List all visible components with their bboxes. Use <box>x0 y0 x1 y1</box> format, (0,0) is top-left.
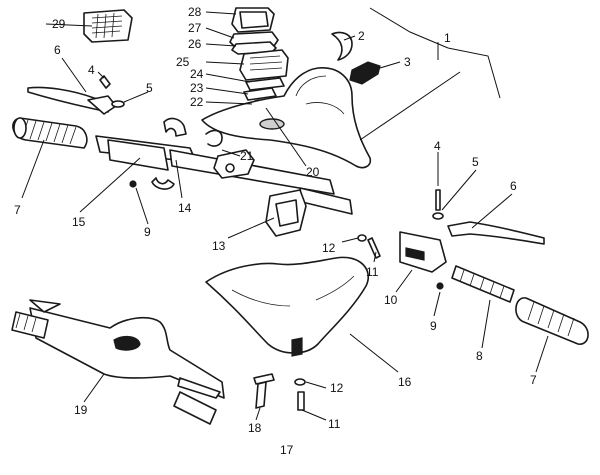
speedometer-body-25 <box>239 49 289 81</box>
right-washer-5 <box>432 212 444 220</box>
callout-6-left: 6 <box>54 43 61 57</box>
callout-22: 22 <box>190 95 204 109</box>
callout-8: 8 <box>476 349 483 363</box>
callout-11-lower: 11 <box>328 417 341 431</box>
speedometer-mount-24 <box>245 77 285 91</box>
right-screw-4 <box>435 189 441 211</box>
callout-labels: 1 2 3 4 5 6 7 4 5 6 7 8 9 9 10 11 12 11 … <box>14 5 537 457</box>
clamp-14 <box>151 117 187 190</box>
nut-9-left <box>129 180 137 188</box>
callout-3: 3 <box>404 55 411 69</box>
mirror-clip-2 <box>331 31 353 61</box>
bolt-18 <box>253 373 275 409</box>
callout-19: 19 <box>74 403 88 417</box>
callout-25: 25 <box>176 55 190 69</box>
right-lever-6 <box>447 221 545 245</box>
callout-5-left: 5 <box>146 81 153 95</box>
callout-18: 18 <box>248 421 262 435</box>
callout-9-right: 9 <box>430 319 437 333</box>
throttle-body-20 <box>213 149 255 179</box>
callout-15: 15 <box>72 215 86 229</box>
left-washer-5 <box>111 100 125 108</box>
callout-26: 26 <box>188 37 202 51</box>
speedometer-bezel-28 <box>231 7 275 33</box>
indicator-switch-3 <box>349 61 381 85</box>
bolt-11-upper <box>367 237 381 259</box>
callout-6-right: 6 <box>510 179 517 193</box>
callout-21: 21 <box>240 149 254 163</box>
callout-11-upper: 11 <box>366 265 379 279</box>
callout-4-right: 4 <box>434 139 441 153</box>
left-grip-7 <box>12 117 88 149</box>
headset-top-cover-1 <box>201 67 372 169</box>
leader-lines <box>21 7 549 421</box>
callout-12-lower: 12 <box>330 381 344 395</box>
callout-27: 27 <box>188 21 202 35</box>
callout-1: 1 <box>444 31 451 45</box>
handlebar-tube-15 <box>95 135 353 215</box>
callout-13: 13 <box>212 239 226 253</box>
callout-5-right: 5 <box>472 155 479 169</box>
washer-12-lower <box>294 378 306 386</box>
callout-4-left: 4 <box>88 63 95 77</box>
callout-9-left: 9 <box>144 225 151 239</box>
callout-14: 14 <box>178 201 192 215</box>
callout-16: 16 <box>398 375 412 389</box>
callout-10: 10 <box>384 293 398 307</box>
callout-7-right: 7 <box>530 373 537 387</box>
speedometer-glass-29 <box>83 9 133 43</box>
left-lever-6 <box>27 86 117 115</box>
callout-24: 24 <box>190 67 204 81</box>
left-screw-4 <box>99 75 111 89</box>
throttle-housing-13 <box>265 189 307 237</box>
callout-23: 23 <box>190 81 204 95</box>
callout-20: 20 <box>306 165 320 179</box>
assembled-handlebar-19 <box>11 299 225 425</box>
speedometer-clip-23 <box>243 87 277 101</box>
callout-28: 28 <box>188 5 202 19</box>
callout-29: 29 <box>52 17 66 31</box>
headset-bottom-cover-16 <box>205 256 369 357</box>
switch-block-10 <box>399 231 447 273</box>
nut-9-right <box>436 282 444 290</box>
callout-7-left: 7 <box>14 203 21 217</box>
clip-21 <box>205 129 223 147</box>
bolt-12-upper <box>357 234 367 242</box>
right-grip-7 <box>515 297 589 345</box>
screw-11-lower <box>297 391 305 411</box>
right-tube-8 <box>451 265 515 303</box>
callout-2: 2 <box>358 29 365 43</box>
callout-12-upper: 12 <box>322 241 336 255</box>
callout-17: 17 <box>280 443 294 457</box>
